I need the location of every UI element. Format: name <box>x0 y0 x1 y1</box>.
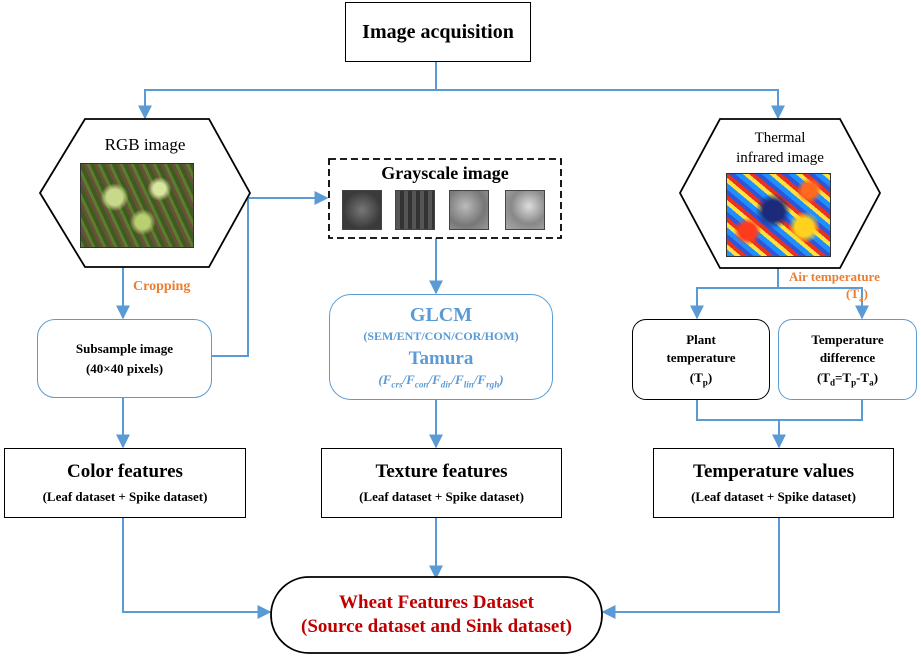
texture-features-title: Texture features <box>375 461 508 482</box>
glcm-tamura-box: GLCM (SEM/ENT/CON/COR/HOM) Tamura (Fcrs/… <box>329 294 553 400</box>
arrow-to-grayscale <box>212 191 329 357</box>
grayscale-thumb-3 <box>449 190 489 230</box>
plant-temp-line2: temperature <box>666 349 736 365</box>
plant-temperature-box: Plant temperature (Tp) <box>632 319 770 400</box>
glcm-params: (SEM/ENT/CON/COR/HOM) <box>363 329 519 344</box>
cropping-label: Cropping <box>133 279 191 294</box>
color-features-box: Color features (Leaf dataset + Spike dat… <box>4 448 246 518</box>
temp-diff-formula: (Td=Tp-Ta) <box>816 369 879 388</box>
grayscale-label: Grayscale image <box>381 163 509 183</box>
subsample-line2: (40×40 pixels) <box>85 360 164 376</box>
texture-features-sub: (Leaf dataset + Spike dataset) <box>359 489 524 504</box>
thermal-label-line2: infrared image <box>736 150 824 166</box>
plant-temp-line1: Plant <box>686 331 716 347</box>
arrow-to-temp-diff <box>778 287 869 320</box>
image-acquisition-box: Image acquisition <box>345 2 531 62</box>
grayscale-thumb-2 <box>395 190 435 230</box>
temperature-values-title: Temperature values <box>693 461 854 482</box>
temperature-difference-box: Temperature difference (Td=Tp-Ta) <box>778 319 917 400</box>
tamura-params: (Fcrs/Fcon/Fdir/Flin/Frgh) <box>378 372 504 390</box>
thermal-photo <box>726 173 831 257</box>
air-temperature-symbol: (Ta) <box>846 286 868 304</box>
glcm-title: GLCM <box>409 304 473 327</box>
merge-temperature <box>696 400 863 421</box>
arrow-temp-to-wheat <box>601 518 780 619</box>
plant-temp-symbol: (Tp) <box>689 369 713 388</box>
rgb-image-label: RGB image <box>104 135 186 154</box>
grayscale-thumb-1 <box>342 190 382 230</box>
grayscale-thumb-4 <box>505 190 545 230</box>
color-features-sub: (Leaf dataset + Spike dataset) <box>42 489 208 504</box>
air-temperature-label: Air temperature <box>789 269 880 284</box>
subsample-line1: Subsample image <box>75 340 174 356</box>
color-features-title: Color features <box>67 461 183 482</box>
rgb-photo <box>80 163 194 248</box>
wheat-dataset-text: Wheat Features Dataset (Source dataset a… <box>271 577 602 653</box>
tamura-title: Tamura <box>408 348 474 370</box>
image-acquisition-label: Image acquisition <box>362 20 514 43</box>
wheat-line1: Wheat Features Dataset <box>339 592 534 613</box>
arrow-to-plant-temp <box>690 268 779 320</box>
subsample-box: Subsample image (40×40 pixels) <box>37 319 212 398</box>
temp-diff-line1: Temperature <box>811 331 884 347</box>
wheat-line2: (Source dataset and Sink dataset) <box>301 616 572 637</box>
wheat-dataset-box <box>270 576 603 654</box>
thermal-label-line1: Thermal <box>754 130 806 146</box>
arrow-to-rgb <box>138 62 437 120</box>
arrow-to-thermal <box>436 89 785 120</box>
arrow-color-to-wheat <box>122 518 272 619</box>
temperature-values-sub: (Leaf dataset + Spike dataset) <box>691 489 856 504</box>
temp-diff-line2: difference <box>819 349 876 365</box>
temperature-values-box: Temperature values (Leaf dataset + Spike… <box>653 448 894 518</box>
texture-features-box: Texture features (Leaf dataset + Spike d… <box>321 448 562 518</box>
